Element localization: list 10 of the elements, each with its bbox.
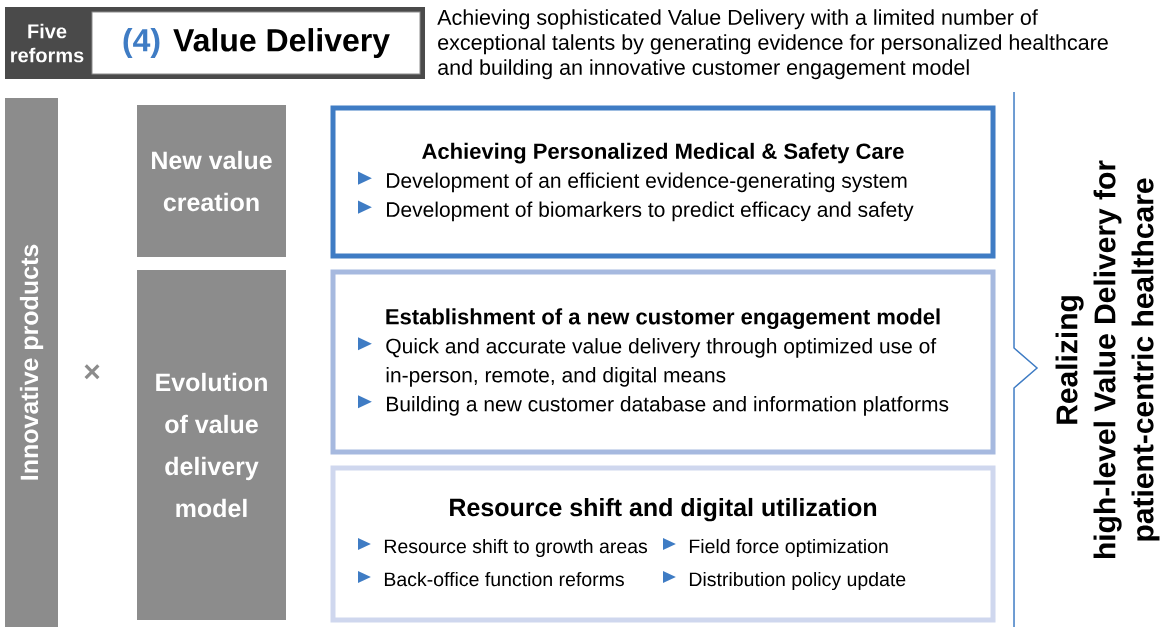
multiply-sign: × [84, 364, 100, 380]
vertical-bar: Innovative products [5, 98, 58, 627]
content-box: Achieving Personalized Medical & Safety Care Development of an efficient evidence-generating system Development of biomarkers to predict efficacy and safety [330, 105, 996, 259]
title-box: (4) Value Delivery [91, 11, 421, 75]
content-box: Resource shift and digital utilization Resource shift to growth areas Back-office function reforms Field force optimization Distribution policy update [330, 465, 996, 623]
category-box: Evolution of value delivery model [137, 270, 286, 620]
content-box: Establishment of a new customer engagement model Quick and accurate value delivery through optimized use of in-person, remote, and digital means Building a new customer database and information platforms [330, 269, 996, 455]
description-text: Achieving sophisticated Value Delivery with a limited number of exceptional talents by generating evidence for personalized healthcare and building an innovative customer engagement model [437, 9, 1108, 80]
category-box: New value creation [137, 105, 286, 257]
goal-text: Realizing high-level Value Delivery for patient-centric healthcare [1055, 160, 1160, 558]
